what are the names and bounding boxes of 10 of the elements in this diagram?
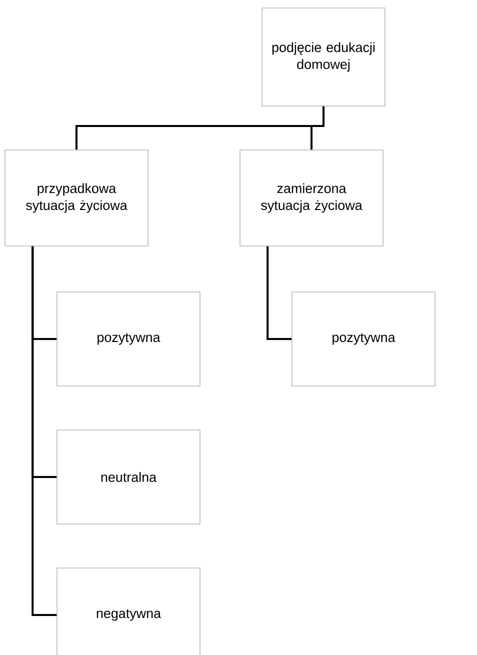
box: przypadkowa sytuacja życiowa	[4, 150, 148, 246]
box: negatywna	[56, 568, 200, 655]
connector-line	[310, 106, 324, 150]
box: pozytywna	[56, 292, 200, 386]
box: zamierzona sytuacja życiowa	[240, 150, 384, 246]
connector-line	[32, 246, 57, 616]
connector-line	[266, 246, 292, 340]
box: neutralna	[56, 430, 200, 524]
box: podjęcie edukacji domowej	[262, 8, 386, 106]
box: pozytywna	[292, 292, 436, 386]
